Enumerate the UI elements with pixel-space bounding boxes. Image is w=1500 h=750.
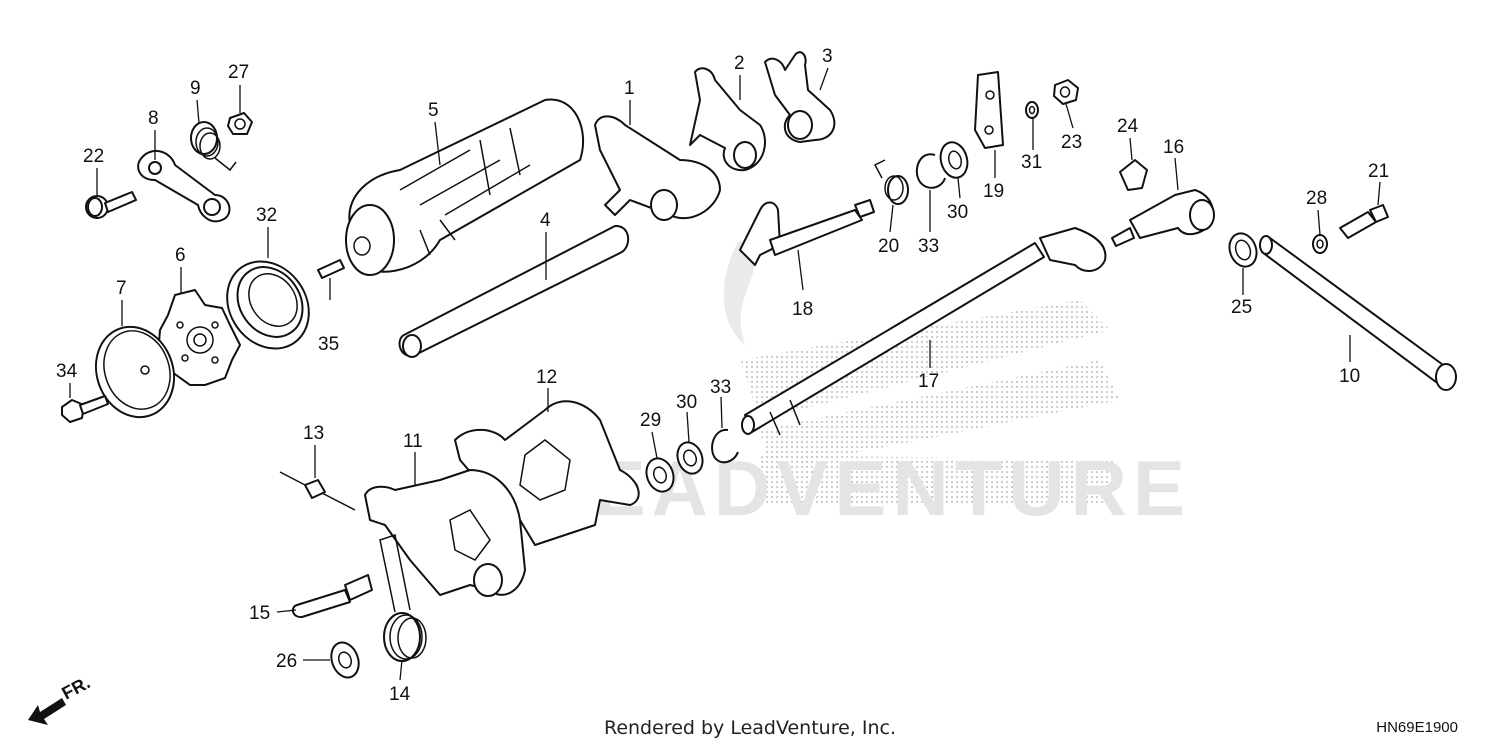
callout-28: 28 (1306, 188, 1327, 209)
callout-26: 26 (276, 651, 297, 672)
callout-19: 19 (983, 181, 1004, 202)
callout-5: 5 (428, 100, 439, 121)
part-3-fork (764, 51, 836, 143)
callout-8: 8 (148, 108, 159, 129)
part-21-bolt (1339, 204, 1389, 239)
part-11-bracket (364, 469, 526, 597)
part-35-pin (317, 259, 345, 279)
part-1-fork (594, 115, 721, 221)
callout-11: 11 (403, 431, 423, 452)
callout-7: 7 (116, 278, 127, 299)
part-18-shift-arm (739, 199, 875, 266)
callout-4: 4 (540, 210, 551, 231)
callout-31: 31 (1021, 152, 1042, 173)
callout-20: 20 (878, 236, 899, 257)
part-15-pin (291, 574, 373, 619)
part-13-spring (279, 471, 356, 511)
part-22-bolt (85, 191, 137, 219)
part-29-washer (645, 457, 675, 493)
part-7-disc (94, 325, 176, 419)
callout-35: 35 (318, 334, 339, 355)
part-20-spring (873, 159, 909, 205)
render-credit: Rendered by LeadVenture, Inc. (603, 717, 897, 739)
part-5-shift-drum (345, 98, 585, 276)
callout-30-lower: 30 (676, 392, 697, 413)
callout-labels: 22 8 9 27 5 1 2 3 4 32 35 6 7 34 18 20 3… (56, 46, 1389, 705)
callout-22: 22 (83, 146, 104, 167)
part-19-plate (974, 71, 1004, 149)
callout-2: 2 (734, 53, 745, 74)
callout-15: 15 (249, 603, 270, 624)
callout-6: 6 (175, 245, 186, 266)
part-33-clip-upper (915, 153, 946, 189)
callout-32: 32 (256, 205, 277, 226)
callout-9: 9 (190, 78, 201, 99)
leader-lines (69, 67, 1381, 681)
callout-16: 16 (1163, 137, 1184, 158)
callout-1: 1 (624, 78, 635, 99)
part-33-clip-lower (711, 428, 739, 464)
callout-10: 10 (1339, 366, 1360, 387)
callout-33-upper: 33 (918, 236, 939, 257)
callout-34: 34 (56, 361, 78, 382)
callout-17: 17 (918, 371, 939, 392)
callout-25: 25 (1231, 297, 1252, 318)
callout-21: 21 (1368, 161, 1389, 182)
part-16-lever (1111, 189, 1215, 247)
part-28-washer (1312, 234, 1328, 254)
callout-12: 12 (536, 367, 557, 388)
part-9-spring (190, 121, 237, 172)
part-30-washer-upper (939, 141, 969, 179)
part-17-shaft (741, 227, 1107, 436)
part-34-bolt (61, 395, 109, 423)
part-27-nut (227, 112, 253, 135)
part-8-arm (137, 150, 231, 223)
callout-33-lower: 33 (710, 377, 731, 398)
callout-30-upper: 30 (947, 202, 968, 223)
callout-29: 29 (640, 410, 661, 431)
part-23-nut (1053, 79, 1079, 105)
direction-label: FR. (58, 672, 93, 703)
part-24-clip (1119, 159, 1148, 191)
callout-14: 14 (389, 684, 411, 705)
callout-24: 24 (1117, 116, 1139, 137)
callout-23: 23 (1061, 132, 1082, 153)
watermark-text: LEADVENTURE (540, 444, 1191, 532)
part-32-bearing (226, 260, 310, 350)
callout-27: 27 (228, 62, 249, 83)
part-31-washer (1025, 101, 1039, 119)
part-6-star-plate (157, 289, 241, 386)
diagram-code: HN69E1900 (1376, 719, 1458, 736)
part-10-spindle (1259, 235, 1457, 391)
watermark-logo: LEADVENTURE (540, 240, 1191, 532)
callout-18: 18 (792, 299, 813, 320)
callout-3: 3 (822, 46, 833, 67)
part-4-shaft (398, 224, 630, 358)
part-14-spring (379, 534, 427, 662)
callout-13: 13 (303, 423, 324, 444)
part-30-washer-lower (676, 441, 704, 475)
part-2-fork (689, 67, 766, 172)
part-25-washer (1228, 232, 1258, 268)
part-26-washer (330, 641, 360, 679)
